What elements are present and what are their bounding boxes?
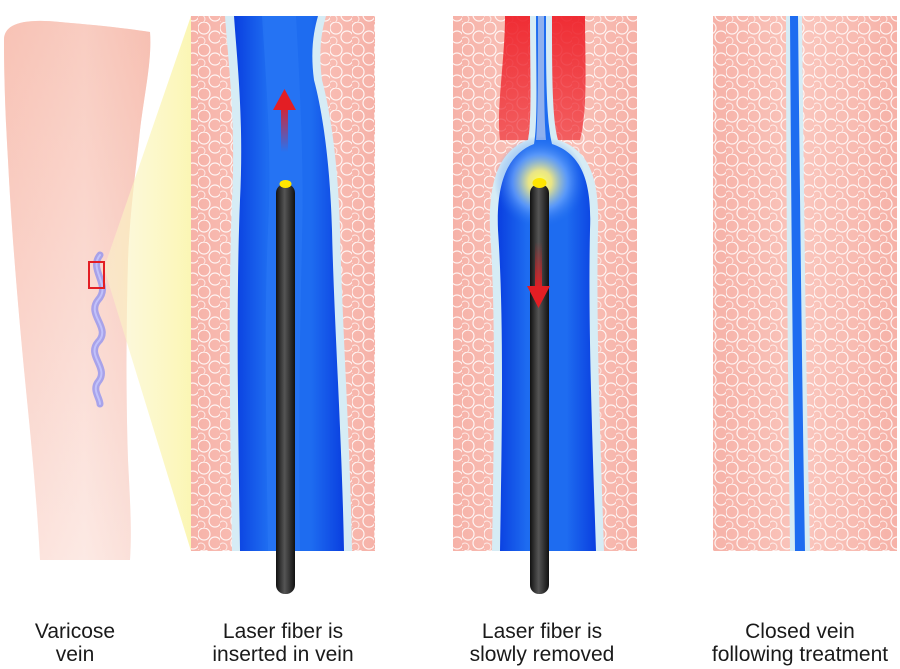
arrow-up-icon <box>273 89 296 152</box>
caption-closed-vein: Closed vein following treatment <box>690 620 900 666</box>
panel-removed <box>453 16 637 551</box>
laser-fiber-tail <box>530 540 549 594</box>
caption-fiber-inserted: Laser fiber is inserted in vein <box>173 620 393 666</box>
varicose-vein-highlight <box>93 254 104 405</box>
caption-fiber-removed: Laser fiber is slowly removed <box>432 620 652 666</box>
arrow-down-icon <box>527 242 550 308</box>
zoom-highlight <box>104 16 191 551</box>
caption-line-2: following treatment <box>711 643 889 666</box>
panel-inserted <box>191 16 375 551</box>
laser-tip <box>532 178 547 188</box>
caption-line-1: Closed vein <box>745 620 855 643</box>
laser-fiber-tail <box>276 540 295 594</box>
closed-vein-channel <box>536 16 546 140</box>
laser-tip <box>279 180 292 188</box>
laser-fiber <box>530 184 549 551</box>
caption-line-2: slowly removed <box>469 643 615 666</box>
laser-fiber <box>276 184 295 551</box>
leg-shading <box>4 20 151 560</box>
caption-varicose-vein: Varicose vein <box>0 620 185 666</box>
caption-line-2: inserted in vein <box>212 643 354 666</box>
caption-line-2: vein <box>55 643 95 666</box>
zoom-marker-box <box>88 261 105 289</box>
caption-line-1: Varicose <box>34 620 116 643</box>
closed-vein <box>790 16 805 551</box>
caption-line-1: Laser fiber is <box>222 620 344 643</box>
panel-closed <box>713 16 897 551</box>
leg-illustration <box>4 20 151 560</box>
caption-line-1: Laser fiber is <box>481 620 603 643</box>
